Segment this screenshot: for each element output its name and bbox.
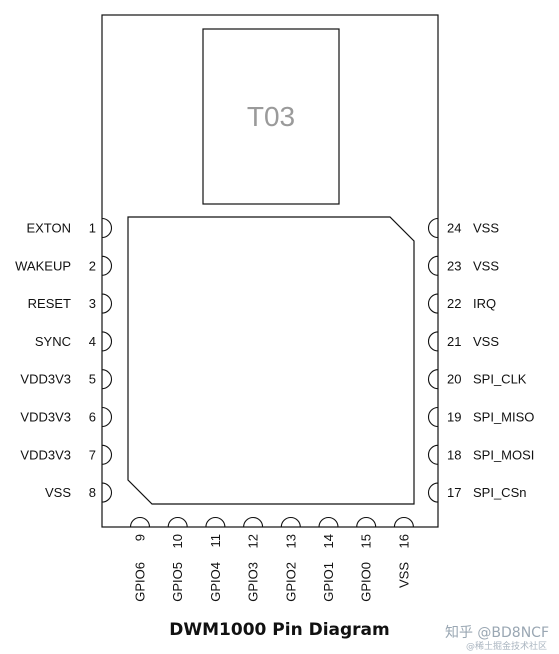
pin-name: IRQ	[473, 296, 496, 311]
pin-pad	[101, 369, 113, 390]
pin-pad	[101, 331, 113, 352]
pin-pad	[427, 444, 439, 465]
pin-number: 20	[447, 372, 461, 387]
pin-pad	[427, 331, 439, 352]
pin-number: 17	[447, 485, 461, 500]
pin-name: GPIO3	[246, 562, 261, 602]
pin-name: SPI_MISO	[473, 410, 534, 425]
diagram-caption: DWM1000 Pin Diagram	[169, 620, 390, 640]
pin-name: VSS	[396, 562, 411, 588]
chip-label: T03	[247, 101, 295, 132]
watermark: 知乎 @BD8NCF	[444, 625, 549, 641]
pin-number: 14	[321, 534, 336, 548]
pin-pad	[356, 516, 377, 528]
pin-name: VSS	[45, 485, 71, 500]
pin-pad	[129, 516, 151, 528]
pin-name: GPIO5	[170, 562, 185, 602]
pin-name: VSS	[473, 334, 499, 349]
pin-name: SYNC	[35, 334, 71, 349]
pin-pad	[101, 444, 113, 465]
pin-number: 24	[447, 221, 461, 236]
pin-pad	[427, 406, 439, 428]
pin-name: VDD3V3	[20, 410, 71, 425]
shield-can	[127, 216, 415, 505]
pin-pad	[427, 482, 439, 503]
pin-name: GPIO4	[208, 562, 223, 602]
pin-number: 16	[396, 534, 411, 548]
pin-pad	[243, 516, 264, 528]
pin-pad	[101, 293, 113, 314]
pin-name: EXTON	[26, 221, 71, 236]
chip-package	[202, 28, 340, 205]
pin-number: 7	[89, 447, 96, 462]
pin-name: SPI_CLK	[473, 372, 527, 387]
pin-pad	[427, 369, 439, 390]
pin-pad	[101, 255, 113, 276]
pin-number: 11	[208, 534, 223, 548]
pin-name: VSS	[473, 258, 499, 273]
pin-number: 19	[447, 410, 461, 425]
pin-pad	[167, 516, 188, 528]
pins-right: 17 SPI_CSn 18 SPI_MOSI 19 SPI_MISO 20 SPI_CLK 21…	[427, 217, 534, 503]
pin-number: 23	[447, 258, 461, 273]
pin-name: WAKEUP	[15, 258, 71, 273]
pin-number: 18	[447, 447, 461, 462]
pin-pad	[101, 482, 113, 503]
pin-number: 5	[89, 372, 96, 387]
pin-pad	[318, 516, 339, 528]
pin-name: GPIO6	[133, 562, 148, 602]
pin-number: 8	[89, 485, 96, 500]
pin-pad	[101, 406, 113, 428]
pin-pad	[427, 293, 439, 314]
pin-number: 2	[89, 258, 96, 273]
pin-number: 12	[246, 534, 261, 548]
pin-name: VDD3V3	[20, 447, 71, 462]
pin-number: 22	[447, 296, 461, 311]
pin-number: 4	[89, 334, 96, 349]
pin-pad	[393, 516, 414, 528]
pin-number: 3	[89, 296, 96, 311]
pin-number: 13	[283, 534, 298, 548]
pin-name: GPIO1	[321, 562, 336, 602]
pin-number: 6	[89, 410, 96, 425]
pin-number: 9	[133, 534, 148, 541]
pin-number: 15	[359, 534, 374, 548]
pin-name: VSS	[473, 221, 499, 236]
pin-name: GPIO2	[283, 562, 298, 602]
pin-pad	[101, 217, 113, 239]
watermark-sub: @稀土掘金技术社区	[465, 642, 547, 652]
pin-number: 1	[89, 221, 96, 236]
pin-name: SPI_MOSI	[473, 447, 534, 462]
pins-left: 1EXTON2WAKEUP3RESET4SYNC5VDD3V36VDD3V37V…	[15, 217, 113, 503]
pin-pad	[205, 516, 226, 528]
pin-name: GPIO0	[359, 562, 374, 602]
pin-pad	[427, 255, 439, 276]
pin-pad	[427, 217, 439, 239]
pin-name: RESET	[28, 296, 71, 311]
pin-number: 21	[447, 334, 461, 349]
pin-name: VDD3V3	[20, 372, 71, 387]
pin-number: 10	[170, 534, 185, 548]
pin-pad	[280, 516, 301, 528]
pin-name: SPI_CSn	[473, 485, 526, 500]
